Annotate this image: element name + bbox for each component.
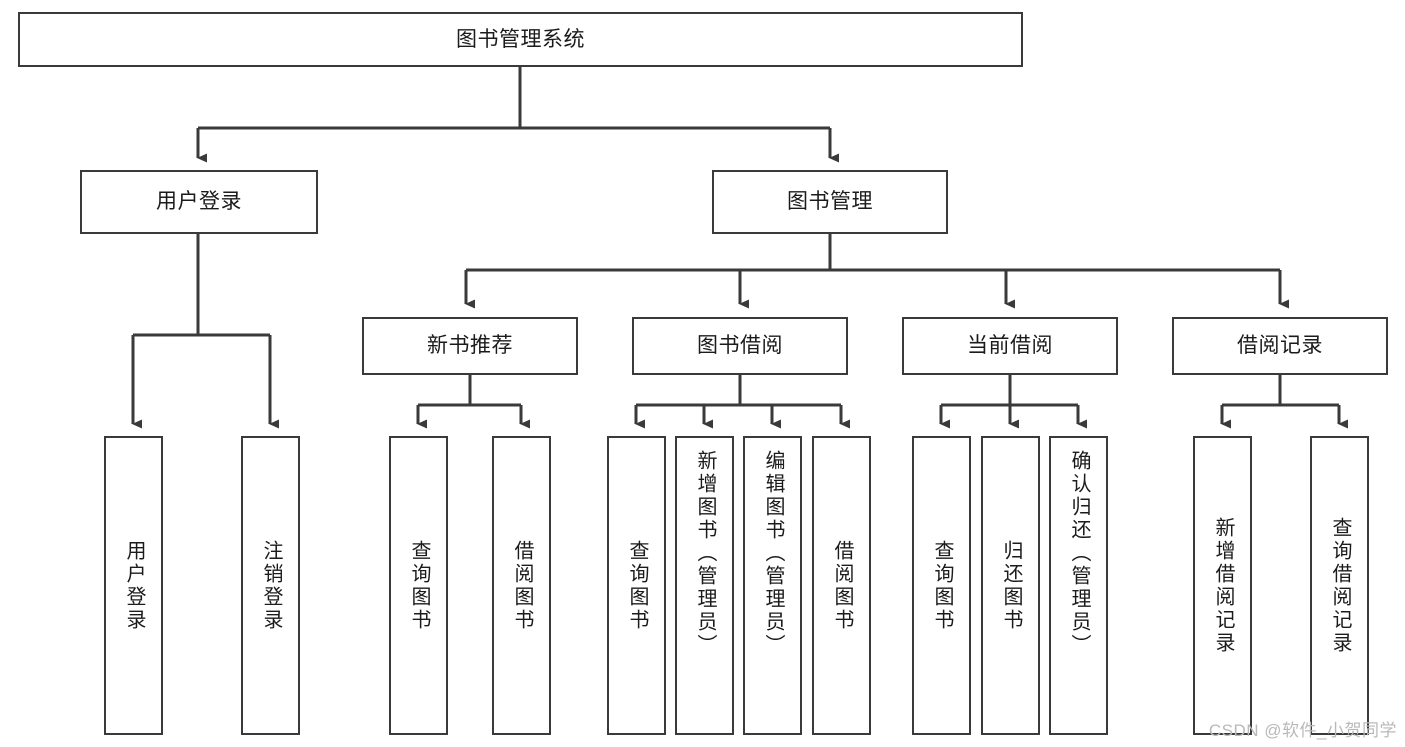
node-leaf-query-book-2-label: 查询图书: [626, 539, 648, 632]
node-leaf-query-book-2[interactable]: 查询图书: [607, 436, 666, 735]
node-leaf-logout[interactable]: 注销登录: [241, 436, 300, 735]
node-book-borrow[interactable]: 图书借阅: [632, 317, 848, 375]
node-leaf-query-record-label: 查询借阅记录: [1329, 516, 1351, 655]
node-book-manage[interactable]: 图书管理: [712, 170, 948, 234]
node-leaf-user-login-label: 用户登录: [123, 539, 145, 632]
node-leaf-query-book-3[interactable]: 查询图书: [912, 436, 971, 735]
node-current-borrow[interactable]: 当前借阅: [902, 317, 1118, 375]
node-borrow-record-label: 借阅记录: [1237, 334, 1323, 358]
node-book-borrow-label: 图书借阅: [697, 334, 783, 358]
node-leaf-query-book-1[interactable]: 查询图书: [389, 436, 448, 735]
node-leaf-query-book-1-label: 查询图书: [408, 539, 430, 632]
node-book-manage-label: 图书管理: [787, 190, 873, 214]
node-leaf-borrow-book-1[interactable]: 借阅图书: [492, 436, 551, 735]
node-current-borrow-label: 当前借阅: [967, 334, 1053, 358]
node-leaf-edit-book[interactable]: 编辑图书（管理员）: [743, 436, 802, 735]
node-new-book-recommend-label: 新书推荐: [427, 334, 513, 358]
node-leaf-borrow-book-2[interactable]: 借阅图书: [812, 436, 871, 735]
node-leaf-add-book-label: 新增图书（管理员）: [694, 450, 716, 657]
node-leaf-return-book[interactable]: 归还图书: [981, 436, 1040, 735]
node-borrow-record[interactable]: 借阅记录: [1172, 317, 1388, 375]
node-new-book-recommend[interactable]: 新书推荐: [362, 317, 578, 375]
node-leaf-edit-book-label: 编辑图书（管理员）: [762, 450, 784, 657]
node-root-label: 图书管理系统: [456, 27, 585, 51]
node-leaf-add-record-label: 新增借阅记录: [1212, 516, 1234, 655]
node-leaf-logout-label: 注销登录: [260, 539, 282, 632]
node-root[interactable]: 图书管理系统: [18, 12, 1023, 67]
node-leaf-add-record[interactable]: 新增借阅记录: [1193, 436, 1252, 735]
node-leaf-borrow-book-1-label: 借阅图书: [511, 539, 533, 632]
node-leaf-add-book[interactable]: 新增图书（管理员）: [675, 436, 734, 735]
node-leaf-return-book-label: 归还图书: [1000, 539, 1022, 632]
node-leaf-user-login[interactable]: 用户登录: [104, 436, 163, 735]
node-leaf-borrow-book-2-label: 借阅图书: [831, 539, 853, 632]
node-leaf-query-book-3-label: 查询图书: [931, 539, 953, 632]
node-leaf-confirm-return-label: 确认归还（管理员）: [1068, 450, 1090, 657]
node-leaf-confirm-return[interactable]: 确认归还（管理员）: [1049, 436, 1108, 735]
node-leaf-query-record[interactable]: 查询借阅记录: [1310, 436, 1369, 735]
node-user-login-label: 用户登录: [156, 190, 242, 214]
node-user-login[interactable]: 用户登录: [80, 170, 318, 234]
